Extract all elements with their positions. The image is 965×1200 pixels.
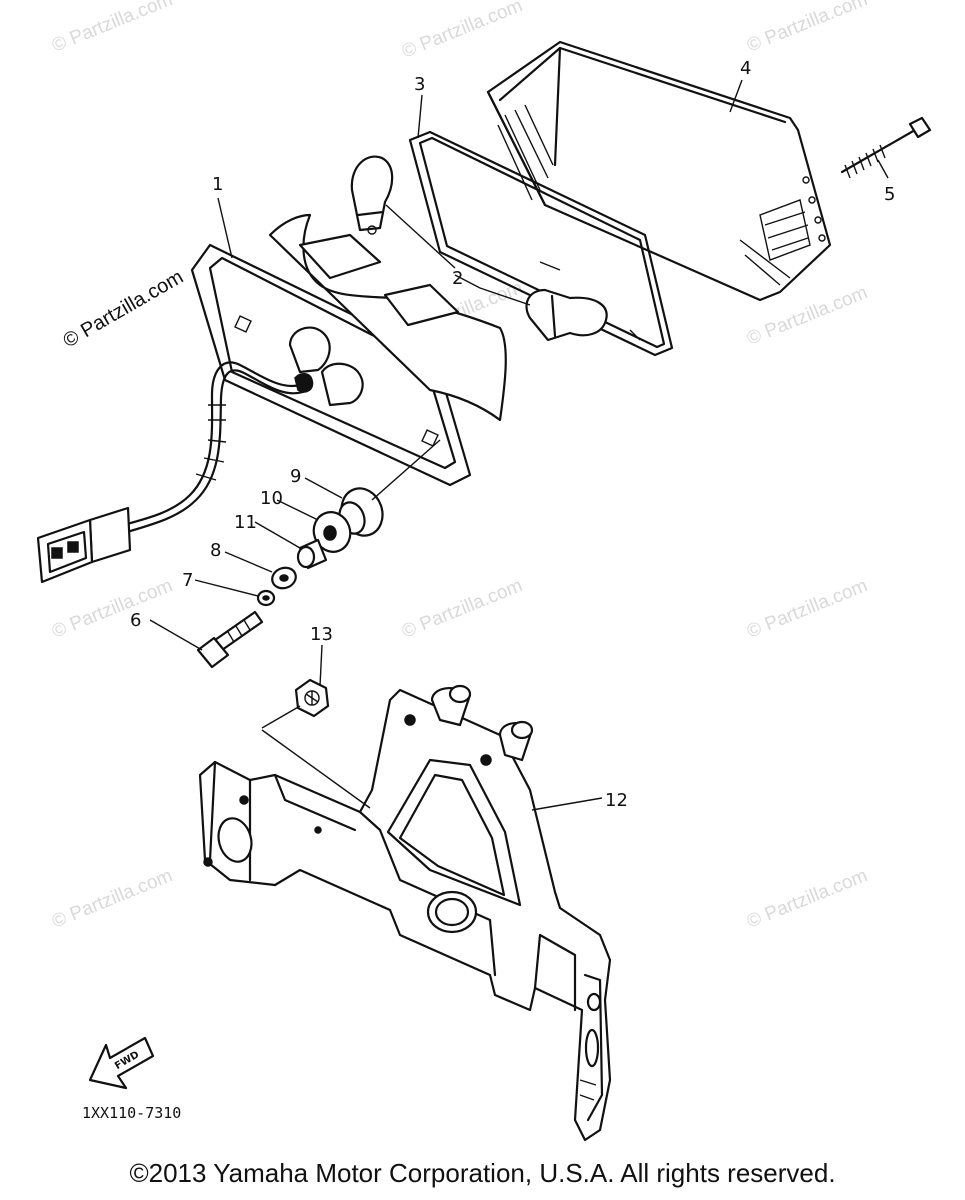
callouts: 1 2 3 4 5 6 7 8 9 10 11 12 13 xyxy=(130,58,895,811)
part-6-bolt xyxy=(196,610,264,669)
callout-3: 3 xyxy=(414,74,425,95)
watermark: © Partzilla.com xyxy=(399,0,526,63)
callout-4: 4 xyxy=(740,58,751,79)
fwd-arrow-icon: FWD xyxy=(88,1036,155,1090)
part-2-bulb-lower xyxy=(525,288,608,342)
diagram-code: 1XX110-7310 xyxy=(82,1104,181,1122)
callout-11: 11 xyxy=(234,512,257,533)
watermark: © Partzilla.com xyxy=(744,865,871,932)
part-5-screw xyxy=(840,116,932,179)
leader-lines xyxy=(149,79,889,811)
callout-5: 5 xyxy=(884,184,895,205)
callout-7: 7 xyxy=(182,570,193,591)
part-11-collar xyxy=(296,538,328,570)
part-7-lockwasher xyxy=(256,589,276,607)
callout-1: 1 xyxy=(212,174,223,195)
part-2-bulb-upper xyxy=(350,155,394,235)
part-4-lens xyxy=(486,40,832,302)
watermark: © Partzilla.com xyxy=(744,0,871,57)
callout-12: 12 xyxy=(605,790,628,811)
part-13-nut xyxy=(294,678,330,718)
wiring-harness xyxy=(36,361,305,584)
part-8-washer xyxy=(271,566,297,590)
watermark: © Partzilla.com xyxy=(49,865,176,932)
callout-2: 2 xyxy=(452,268,463,289)
watermark: © Partzilla.com xyxy=(399,575,526,642)
watermark: © Partzilla.com xyxy=(49,0,176,57)
copyright-notice: ©2013 Yamaha Motor Corporation, U.S.A. A… xyxy=(129,1158,836,1188)
watermark-dark: © Partzilla.com xyxy=(60,266,188,352)
callout-9: 9 xyxy=(290,466,301,487)
watermark: © Partzilla.com xyxy=(744,575,871,642)
part-3-gasket xyxy=(408,130,674,357)
callout-8: 8 xyxy=(210,540,221,561)
parts-diagram: © Partzilla.com © Partzilla.com © Partzi… xyxy=(36,0,932,1142)
watermark: © Partzilla.com xyxy=(49,575,176,642)
part-1-housing xyxy=(190,213,507,487)
part-12-bracket xyxy=(198,684,612,1142)
callout-13: 13 xyxy=(310,624,333,645)
callout-6: 6 xyxy=(130,610,141,631)
part-10-grommet xyxy=(312,511,352,553)
callout-10: 10 xyxy=(260,488,283,509)
